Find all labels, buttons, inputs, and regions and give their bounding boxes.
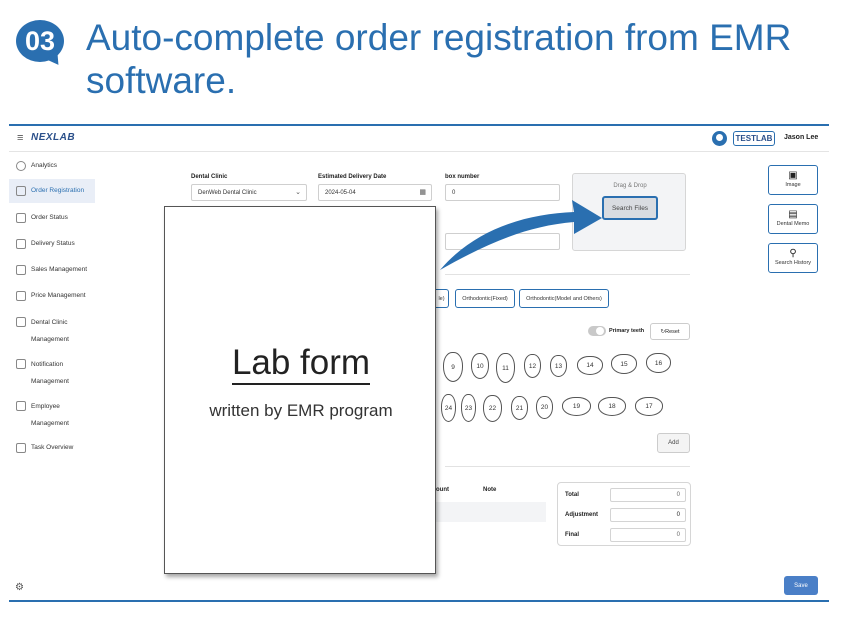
search-history-button[interactable]: ⚲ Search History: [768, 243, 818, 273]
sidebar-item-delivery-status[interactable]: Delivery Status: [9, 235, 95, 253]
search-icon: ⚲: [789, 248, 797, 259]
tooth-15[interactable]: 15: [611, 354, 637, 374]
tooth-11[interactable]: 11: [496, 353, 515, 383]
truck-icon: [16, 239, 26, 249]
lab-form-subtitle: written by EMR program: [209, 401, 393, 420]
add-button[interactable]: Add: [657, 433, 690, 453]
user-name[interactable]: Jason Lee: [784, 134, 819, 141]
image-button[interactable]: ▣ Image: [768, 165, 818, 195]
tooth-24[interactable]: 24: [441, 394, 456, 422]
sidebar-item-dental-clinic-management[interactable]: Dental Clinic Management: [9, 313, 95, 347]
sidebar: Analytics Order Registration Order Statu…: [9, 153, 95, 600]
calendar-icon[interactable]: ▦: [419, 189, 426, 196]
edit-icon: [16, 186, 26, 196]
tooth-13[interactable]: 13: [550, 355, 567, 377]
tooth-20[interactable]: 20: [536, 396, 553, 419]
bell-icon: [16, 359, 26, 369]
tooth-23[interactable]: 23: [461, 394, 476, 422]
memo-icon: ▤: [788, 209, 798, 220]
calendar-icon: [16, 443, 26, 453]
price-icon: [16, 291, 26, 301]
lab-badge: TESTLAB: [733, 131, 775, 146]
primary-teeth-toggle[interactable]: [588, 326, 606, 336]
avatar-icon[interactable]: [712, 131, 727, 146]
cash-icon: [16, 265, 26, 275]
sidebar-item-order-registration[interactable]: Order Registration: [9, 179, 95, 203]
delivery-date-label: Estimated Delivery Date: [318, 174, 387, 180]
section-divider: [445, 274, 690, 275]
delivery-date-field[interactable]: 2024-05-04 ▦: [318, 184, 432, 201]
app-logo: NEXLAB: [31, 132, 76, 143]
refresh-icon: ↻: [660, 328, 666, 335]
final-value: 0: [610, 528, 686, 542]
gear-icon[interactable]: ⚙: [15, 582, 24, 593]
dropzone-title: Drag & Drop: [613, 183, 647, 189]
clinic-label: Dental Clinic: [191, 174, 228, 180]
search-files-button[interactable]: Search Files: [602, 196, 658, 220]
top-bar: ≡ NEXLAB TESTLAB Jason Lee: [9, 126, 829, 152]
table-header-note: Note: [483, 487, 497, 493]
lab-form-card: Lab form written by EMR program: [164, 206, 436, 574]
tooth-12[interactable]: 12: [524, 354, 541, 378]
total-label: Total: [565, 492, 579, 498]
section-divider: [445, 466, 690, 467]
tooth-10[interactable]: 10: [471, 353, 489, 379]
tooth-17[interactable]: 17: [635, 397, 663, 416]
clinic-select[interactable]: DenWeb Dental Clinic ⌄: [191, 184, 307, 201]
totals-panel: Total 0 Adjustment 0 Final 0: [557, 482, 691, 546]
box-number-input[interactable]: 0: [445, 184, 560, 201]
tooth-14[interactable]: 14: [577, 356, 603, 375]
page-headline: Auto-complete order registration from EM…: [86, 17, 792, 101]
tooth-22[interactable]: 22: [483, 395, 502, 422]
lab-form-title: Lab form: [165, 343, 437, 385]
dental-memo-button[interactable]: ▤ Dental Memo: [768, 204, 818, 234]
table-row[interactable]: [436, 502, 546, 522]
primary-teeth-label: Primary teeth: [609, 328, 645, 334]
adjustment-label: Adjustment: [565, 512, 598, 518]
box-number-label: box number: [445, 174, 480, 180]
employee-icon: [16, 401, 26, 411]
step-badge: 03: [16, 20, 66, 69]
save-button[interactable]: Save: [784, 576, 818, 595]
tooth-21[interactable]: 21: [511, 396, 528, 420]
chart-icon: [16, 161, 26, 171]
sidebar-item-notification-management[interactable]: Notification Management: [9, 355, 95, 389]
list-icon: [16, 213, 26, 223]
sidebar-item-price-management[interactable]: Price Management: [9, 287, 95, 305]
menu-icon[interactable]: ≡: [17, 132, 24, 144]
image-icon: ▣: [788, 170, 798, 181]
tooth-9[interactable]: 9: [443, 352, 463, 382]
sidebar-item-analytics[interactable]: Analytics: [9, 157, 95, 175]
adjustment-input[interactable]: 0: [610, 508, 686, 522]
chip-partial[interactable]: le): [435, 289, 449, 308]
tooth-19[interactable]: 19: [562, 397, 591, 416]
sidebar-item-employee-management[interactable]: Employee Management: [9, 397, 95, 431]
final-label: Final: [565, 532, 580, 538]
arrow-icon: [440, 200, 602, 270]
tooth-16[interactable]: 16: [646, 353, 671, 373]
table-header-amount: ount: [436, 487, 449, 493]
sidebar-item-sales-management[interactable]: Sales Management: [9, 261, 95, 279]
file-dropzone[interactable]: Drag & Drop Search Files: [572, 173, 686, 251]
chip-orthodontic-model[interactable]: Orthodontic(Model and Others): [519, 289, 609, 308]
building-icon: [16, 317, 26, 327]
chip-orthodontic-fixed[interactable]: Orthodontic(Fixed): [455, 289, 515, 308]
step-number: 03: [16, 20, 64, 62]
total-value: 0: [610, 488, 686, 502]
reset-button[interactable]: ↻ Reset: [650, 323, 690, 340]
tooth-18[interactable]: 18: [598, 397, 626, 416]
chevron-down-icon: ⌄: [295, 189, 301, 196]
sidebar-item-task-overview[interactable]: Task Overview: [9, 439, 95, 457]
sidebar-item-order-status[interactable]: Order Status: [9, 209, 95, 227]
